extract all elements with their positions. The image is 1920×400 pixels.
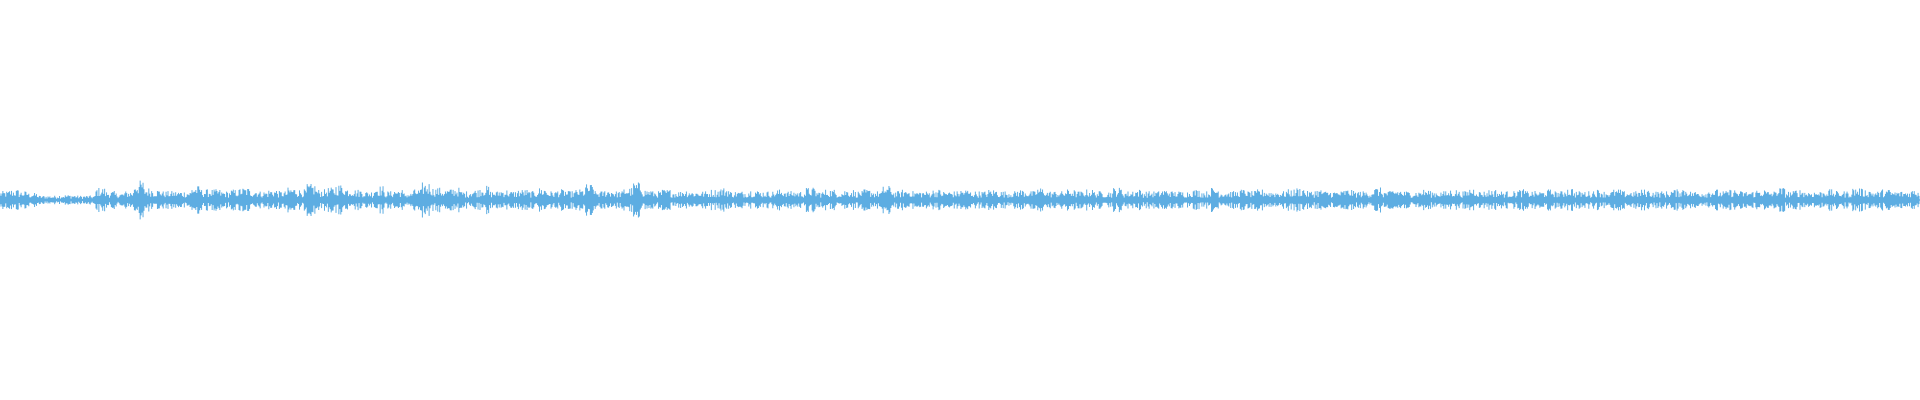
waveform-bars bbox=[0, 180, 1920, 220]
waveform-samples bbox=[0, 180, 1920, 220]
